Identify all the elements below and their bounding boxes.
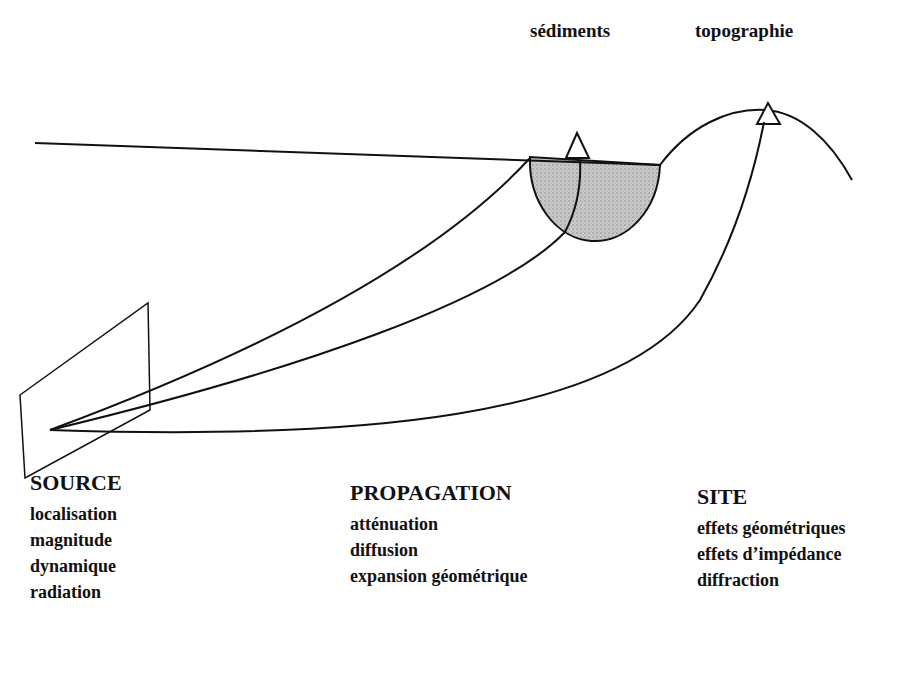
sediment-basin	[530, 157, 660, 241]
factor-label: effets géométriques	[697, 518, 845, 539]
factor-label: magnitude	[30, 530, 112, 551]
site-label: sédiments	[530, 20, 610, 42]
factor-label: atténuation	[350, 514, 438, 535]
ground-surface	[35, 143, 660, 165]
factor-label: expansion géométrique	[350, 566, 528, 587]
group-heading: PROPAGATION	[350, 480, 512, 505]
hill-topography	[660, 110, 852, 180]
seismic-ray	[50, 160, 580, 430]
factor-label: effets d’impédance	[697, 544, 841, 565]
station-symbol	[757, 103, 780, 124]
factor-label: diffusion	[350, 540, 418, 561]
group-heading: SITE	[697, 484, 747, 509]
group-heading: SOURCE	[30, 470, 122, 495]
seismic-ray	[50, 158, 530, 430]
factor-label: localisation	[30, 504, 117, 525]
fault-plane	[20, 303, 150, 478]
site-label: topographie	[695, 20, 793, 42]
factor-label: diffraction	[697, 570, 779, 591]
seismic-ray	[50, 122, 764, 432]
station-symbol	[566, 133, 589, 158]
factor-label: radiation	[30, 582, 101, 603]
factor-label: dynamique	[30, 556, 116, 577]
